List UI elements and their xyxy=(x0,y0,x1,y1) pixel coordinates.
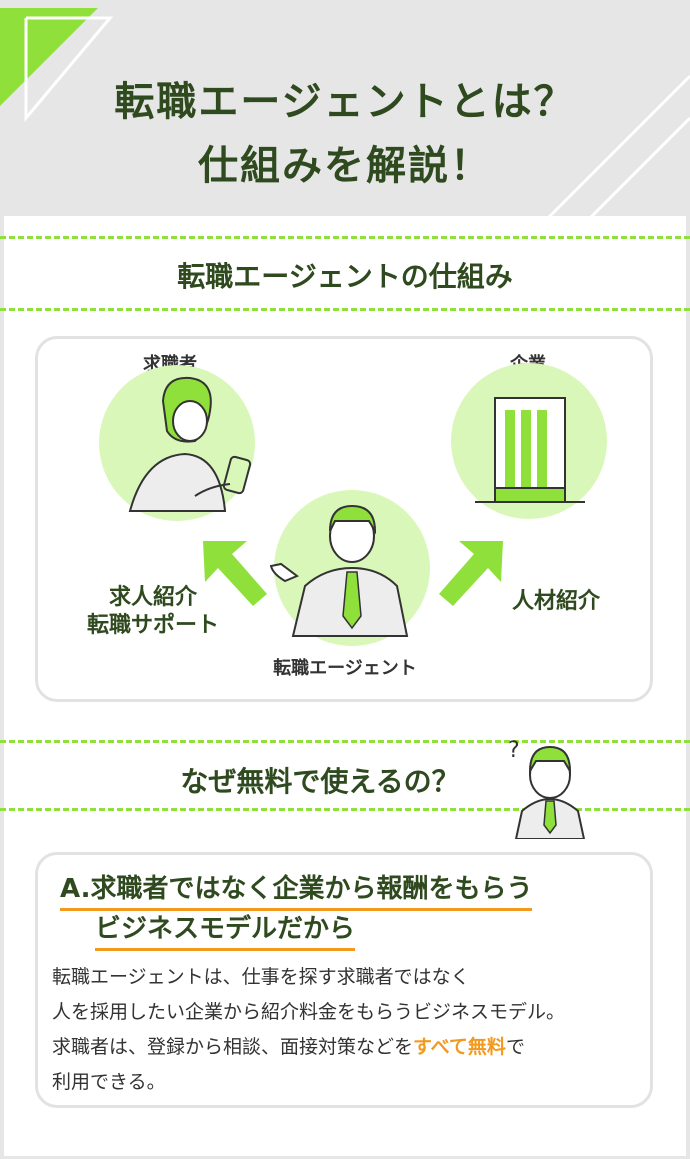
left-arrow-line-1: 求人紹介 xyxy=(108,585,197,610)
title-line-1: 転職エージェントとは？ xyxy=(114,79,576,125)
dashed-divider xyxy=(0,740,690,743)
body-line-3-post: で xyxy=(505,1036,525,1058)
explanation-text: 転職エージェントは、仕事を探す求職者ではなく 人を採用したい企業から紹介料金をも… xyxy=(52,960,652,1100)
body-line-1: 転職エージェントは、仕事を探す求職者ではなく xyxy=(52,966,470,988)
body-line-4: 利用できる。 xyxy=(52,1071,166,1093)
diagram-illustrations xyxy=(99,363,607,646)
mechanism-heading: 転職エージェントの仕組み xyxy=(177,260,513,293)
free-highlight: すべて無料 xyxy=(413,1036,506,1058)
page-title: 転職エージェントとは？ 仕組みを解説！ xyxy=(0,70,690,198)
company-building-illustration xyxy=(451,363,607,519)
body-line-3: 求職者は、登録から相談、面接対策などをすべて無料で xyxy=(52,1030,652,1065)
body-line-3-pre: 求職者は、登録から相談、面接対策などを xyxy=(52,1036,414,1058)
dashed-divider xyxy=(0,308,690,311)
arrow-up-left-icon xyxy=(203,541,267,606)
answer-line-2: ビジネスモデルだから xyxy=(95,912,356,951)
right-arrow-label: 人材紹介 xyxy=(511,589,600,614)
dashed-divider xyxy=(0,808,690,811)
body-line-2: 人を採用したい企業から紹介料金をもらうビジネスモデル。 xyxy=(52,1001,566,1023)
dashed-divider xyxy=(0,236,690,239)
arrow-up-right-icon xyxy=(439,541,503,606)
left-arrow-label: 求人紹介 転職サポート xyxy=(78,584,228,640)
svg-text:?: ? xyxy=(508,738,520,763)
header-decoration xyxy=(0,8,690,218)
answer-box xyxy=(35,852,653,1108)
title-line-2: 仕組みを解説！ xyxy=(198,143,492,189)
agent-illustration xyxy=(269,490,430,646)
job-seeker-illustration xyxy=(99,365,255,521)
agent-label: 転職エージェント xyxy=(273,658,417,679)
left-arrow-line-2: 転職サポート xyxy=(86,613,219,638)
question-man-illustration: ? xyxy=(508,738,586,839)
page-header: 転職エージェントとは？ 仕組みを解説！ xyxy=(0,0,690,218)
why-free-heading: なぜ無料で使えるの？ xyxy=(180,765,460,798)
answer-line-1: A.求職者ではなく企業から報酬をもらう xyxy=(60,872,533,911)
